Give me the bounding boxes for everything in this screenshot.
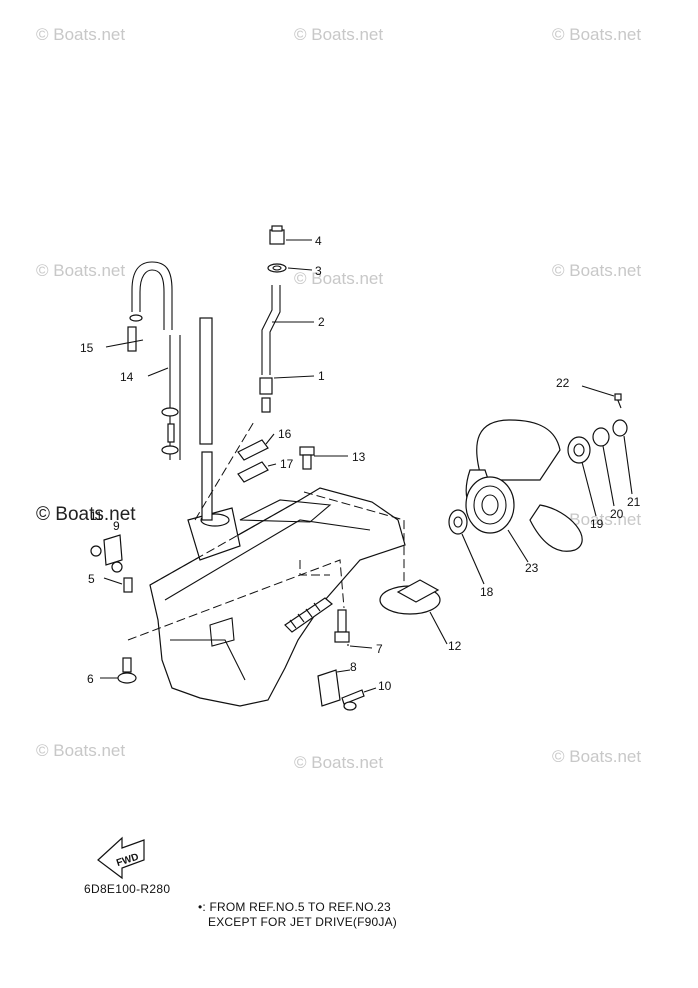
watermark: © Boats.net <box>36 741 125 760</box>
water-tube <box>129 261 181 460</box>
diagram-code: 6D8E100-R280 <box>84 882 171 896</box>
callout-22: 22 <box>556 376 570 390</box>
propeller <box>465 419 583 552</box>
callout-1: 1 <box>318 369 325 383</box>
callout-6: 6 <box>87 672 94 686</box>
watermark: © Boats.net <box>36 25 125 44</box>
gear-fasteners <box>317 609 365 711</box>
drive-shaft <box>199 317 213 521</box>
callouts: 4 3 2 1 15 14 16 17 13 11 9 5 6 7 8 10 1… <box>80 234 641 693</box>
callout-7: 7 <box>376 642 383 656</box>
hose-assembly <box>259 225 287 413</box>
watermark: © Boats.net <box>552 747 641 766</box>
watermark: © Boats.net <box>294 269 383 288</box>
fwd-arrow: FWD <box>97 836 145 880</box>
callout-16: 16 <box>278 427 292 441</box>
callout-4: 4 <box>315 234 322 248</box>
callout-5: 5 <box>88 572 95 586</box>
callout-17: 17 <box>280 457 294 471</box>
callout-18: 18 <box>480 585 494 599</box>
trim-parts <box>90 534 137 684</box>
watermark: © Boats.net <box>294 753 383 772</box>
callout-23: 23 <box>525 561 539 575</box>
note-line-1: •: FROM REF.NO.5 TO REF.NO.23 <box>198 900 391 914</box>
callout-3: 3 <box>315 264 322 278</box>
callout-14: 14 <box>120 370 134 384</box>
callout-2: 2 <box>318 315 325 329</box>
watermark-feature: © Boats.net <box>36 504 136 525</box>
reference-lines <box>127 419 405 641</box>
callout-19: 19 <box>590 517 604 531</box>
watermark: © Boats.net <box>294 25 383 44</box>
callout-20: 20 <box>610 507 624 521</box>
callout-8: 8 <box>350 660 357 674</box>
small-parts <box>127 326 179 455</box>
trim-tab <box>379 579 441 615</box>
leader-lines <box>100 239 633 693</box>
anode-pads <box>237 439 269 483</box>
note-line-2: EXCEPT FOR JET DRIVE(F90JA) <box>208 915 397 929</box>
bolt <box>299 446 315 470</box>
callout-13: 13 <box>352 450 366 464</box>
callout-15: 15 <box>80 341 94 355</box>
watermark: © Boats.net <box>552 25 641 44</box>
callout-21: 21 <box>627 495 641 509</box>
diagram-note: •: FROM REF.NO.5 TO REF.NO.23 EXCEPT FOR… <box>198 900 397 930</box>
watermark: © Boats.net <box>36 261 125 280</box>
lower-casing <box>149 487 406 707</box>
propeller-hardware <box>448 393 628 535</box>
callout-11: 11 <box>90 509 103 523</box>
callout-12: 12 <box>448 639 462 653</box>
callout-9: 9 <box>113 519 120 533</box>
watermark: © Boats.net <box>552 261 641 280</box>
callout-10: 10 <box>378 679 392 693</box>
